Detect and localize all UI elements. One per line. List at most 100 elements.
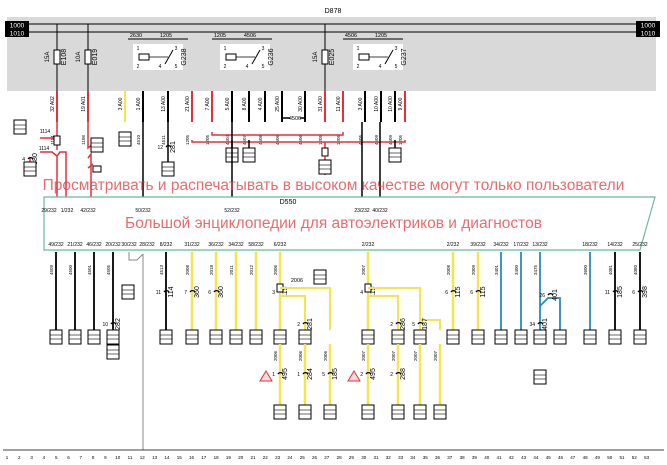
wire-code-label: 4501 xyxy=(87,264,92,275)
splice-number: 185 xyxy=(617,286,624,298)
wire-pin-label: 13 A00 xyxy=(161,96,167,112)
ruler-tick-label: 36 xyxy=(435,455,441,460)
relay-pin: 3 xyxy=(262,46,265,52)
connector xyxy=(313,269,327,285)
wire-pin-label: 32 A02 xyxy=(50,96,56,112)
ruler-tick-label: 12 xyxy=(140,455,146,460)
wire-code-label: 2007 xyxy=(433,350,438,361)
connector-pin-label: 29/232 xyxy=(41,208,57,214)
connector-pin-label: 30/232 xyxy=(121,242,137,248)
connector xyxy=(90,137,104,153)
ruler-tick-label: 21 xyxy=(250,455,256,460)
wire-code-label: 4509 xyxy=(374,134,379,145)
connector xyxy=(161,161,175,177)
connector xyxy=(413,329,427,345)
splice-pin: 4 xyxy=(22,157,25,163)
connector-pin-label: 17/232 xyxy=(513,242,529,248)
connector-pin-label: 28/232 xyxy=(139,242,155,248)
shield-wire xyxy=(128,252,144,261)
relay-coil-icon xyxy=(138,53,150,61)
relay-contact-icon xyxy=(384,49,394,65)
ruler-tick-label: 8 xyxy=(92,455,95,460)
connector-box xyxy=(249,329,263,345)
connector-box xyxy=(159,329,173,345)
splice-icon xyxy=(417,322,424,325)
relay-pin: 4 xyxy=(159,64,162,70)
wire-pin-label: 31 A00 xyxy=(318,96,324,112)
splice-pin: 4 xyxy=(360,290,363,296)
relay-pin: 5 xyxy=(395,64,398,70)
relay-pin: 3 xyxy=(175,46,178,52)
splice-icon xyxy=(163,290,170,293)
connector xyxy=(318,159,332,175)
relay-name: G237 xyxy=(401,48,408,65)
ruler-tick-label: 39 xyxy=(472,455,478,460)
connector-box xyxy=(391,404,405,420)
wire-code-label: 1205 xyxy=(205,134,210,145)
connector xyxy=(49,329,63,345)
connector xyxy=(633,329,647,345)
connector xyxy=(23,161,37,177)
connector xyxy=(273,404,287,420)
relay-pin: 4 xyxy=(246,64,249,70)
wire-code-label: 4507 xyxy=(242,134,247,145)
ruler-tick-label: 30 xyxy=(361,455,367,460)
relay-pin: 4 xyxy=(379,64,382,70)
connector-box xyxy=(87,329,101,345)
connector-box xyxy=(494,329,508,345)
connector-box xyxy=(388,147,402,163)
connector-box xyxy=(433,404,447,420)
splice-number: 115 xyxy=(480,286,487,297)
connector-box xyxy=(13,119,27,135)
wire-pin-label: 10 A00 xyxy=(388,96,394,112)
feed-wire-label: 1205 xyxy=(160,33,172,39)
connector xyxy=(388,147,402,163)
splice-pin: 6 xyxy=(632,290,635,296)
wire-code-label: 4505 xyxy=(106,264,111,275)
connector xyxy=(323,404,337,420)
wire-code-label: 4500 xyxy=(68,264,73,275)
unit-panel-d878 xyxy=(7,17,656,91)
relay-pin: 2 xyxy=(357,64,360,70)
branch-label: 2006 xyxy=(291,278,303,284)
wire-code-label: 1205 xyxy=(318,134,323,145)
connector xyxy=(298,404,312,420)
splice-number: 380 xyxy=(32,153,39,165)
relay-pin: 5 xyxy=(262,64,265,70)
unit-frame-d550 xyxy=(43,196,656,251)
relay-name: G238 xyxy=(181,48,188,65)
connector xyxy=(106,344,120,360)
connector-box xyxy=(533,329,547,345)
connector-pin-label: 20/232 xyxy=(105,242,121,248)
splice-number: 185 xyxy=(332,368,339,380)
feed-wire-label: 4506 xyxy=(244,33,256,39)
ruler-tick-label: 40 xyxy=(484,455,490,460)
connector xyxy=(608,329,622,345)
bus-label: 1010 xyxy=(641,31,656,38)
wire-code-label: 3401 xyxy=(494,264,499,275)
connector-box xyxy=(318,159,332,175)
wire-pin-label: 4 A00 xyxy=(258,97,264,110)
splice-number: 187 xyxy=(422,318,429,330)
connector-box xyxy=(185,329,199,345)
splice-pin: 2 xyxy=(297,322,300,328)
ruler-tick-label: 24 xyxy=(287,455,293,460)
relay-contact-icon xyxy=(251,49,261,65)
connector-box xyxy=(229,329,243,345)
connector xyxy=(413,404,427,420)
connector-pin-label: 52/232 xyxy=(224,208,240,214)
wire-code-label: 4080 xyxy=(633,264,638,275)
connector-pin-label: 1/232 xyxy=(61,208,74,214)
splice-number: 398 xyxy=(642,286,649,298)
wire-pin-label: 7 A00 xyxy=(205,97,211,110)
ruler-tick-label: 13 xyxy=(152,455,158,460)
connector-box xyxy=(471,329,485,345)
connector xyxy=(533,329,547,345)
ruler-tick-label: 51 xyxy=(619,455,625,460)
ruler-tick-label: 23 xyxy=(275,455,281,460)
splice-pin: 1 xyxy=(272,372,275,378)
wire-code-label: 4510 xyxy=(136,134,141,145)
splice-pin: 1 xyxy=(297,372,300,378)
unit-label-d878: D878 xyxy=(325,8,342,15)
connector-box xyxy=(361,404,375,420)
